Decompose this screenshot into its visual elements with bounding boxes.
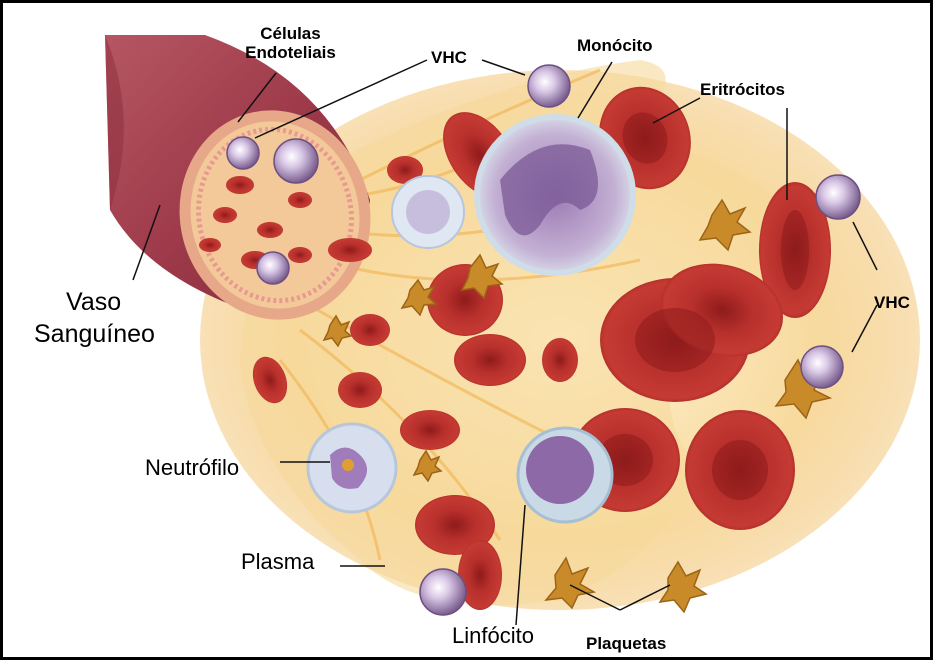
label-vhc-right: VHC xyxy=(874,293,910,312)
label-endothelial-cells: Células Endoteliais xyxy=(238,24,343,62)
label-erythrocytes: Eritrócitos xyxy=(700,80,785,99)
label-plasma: Plasma xyxy=(241,550,314,575)
label-platelets: Plaquetas xyxy=(586,634,666,653)
label-endothelial-cells-line2: Endoteliais xyxy=(238,43,343,62)
label-lymphocyte: Linfócito xyxy=(452,624,534,649)
label-neutrophil: Neutrófilo xyxy=(145,456,239,481)
lymphocyte xyxy=(518,428,612,522)
leukocyte-small xyxy=(392,176,464,248)
label-endothelial-cells-line1: Células xyxy=(238,24,343,43)
label-blood-vessel-line2: Sanguíneo xyxy=(34,320,155,348)
label-vhc-top: VHC xyxy=(431,48,467,67)
monocyte xyxy=(477,117,633,273)
neutrophil xyxy=(308,424,396,512)
label-monocyte: Monócito xyxy=(577,36,653,55)
label-blood-vessel-line1: Vaso xyxy=(66,288,121,316)
